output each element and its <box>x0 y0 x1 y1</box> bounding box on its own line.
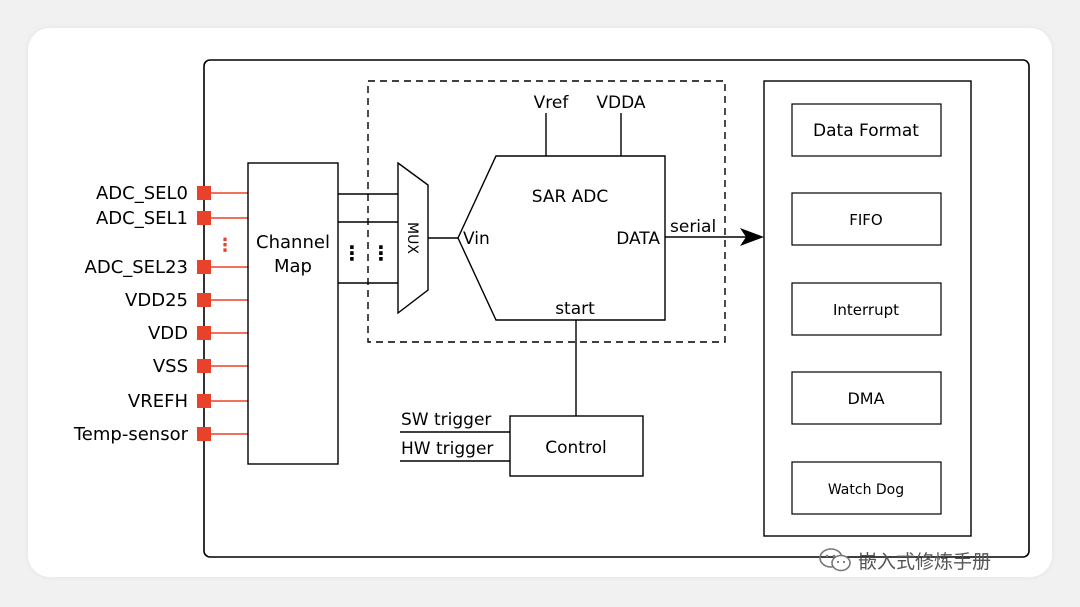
pin-label: Temp-sensor <box>73 424 189 445</box>
pin-square <box>197 394 211 408</box>
hw-trigger-label: HW trigger <box>401 439 493 459</box>
channel-map-box <box>247 162 339 465</box>
data-label: DATA <box>616 229 660 249</box>
pin-square <box>197 186 211 200</box>
bus-ellipsis-left: ⋮ <box>342 241 362 265</box>
peripheral-block <box>791 192 942 246</box>
pin-square <box>197 326 211 340</box>
adc-dashed-boundary <box>367 80 726 343</box>
peripheral-block-label: DMA <box>847 389 884 408</box>
watermark-text: 嵌入式修炼手册 <box>858 550 992 573</box>
vin-label: Vin <box>463 229 490 249</box>
mux-label: MUX <box>404 222 420 254</box>
channel-map-label-line2: Map <box>274 256 312 277</box>
sw-trigger-label: SW trigger <box>401 410 491 430</box>
pin-label: VSS <box>153 356 188 377</box>
control-box <box>509 415 644 477</box>
pin-ellipsis: ⋮ <box>216 235 234 256</box>
peripheral-block-label: Interrupt <box>833 301 899 319</box>
pin-label: VDD25 <box>125 290 188 311</box>
vdda-label: VDDA <box>596 93 646 113</box>
watermark: 嵌入式修炼手册 <box>818 545 991 575</box>
pin-label: VREFH <box>128 391 188 412</box>
start-label: start <box>555 299 595 319</box>
sar-adc-title: SAR ADC <box>532 187 609 207</box>
pin-label: ADC_SEL23 <box>85 257 188 278</box>
serial-arrowhead <box>740 228 764 246</box>
peripheral-block <box>791 282 942 336</box>
pin-square <box>197 211 211 225</box>
peripheral-block <box>791 461 942 515</box>
vref-label: Vref <box>534 93 570 113</box>
peripheral-block <box>791 371 942 425</box>
bus-ellipsis-right: ⋮ <box>371 241 391 265</box>
peripheral-block-label: Data Format <box>813 121 919 141</box>
pin-label: ADC_SEL0 <box>96 183 188 204</box>
sar-adc-shape <box>457 155 666 321</box>
peripheral-block <box>791 103 942 157</box>
control-label: Control <box>545 438 606 458</box>
chip-boundary <box>203 59 1030 558</box>
pin-label: ADC_SEL1 <box>96 208 188 229</box>
pin-square <box>197 260 211 274</box>
mux-shape <box>397 161 429 315</box>
peripheral-block-label: FIFO <box>849 211 883 229</box>
pin-label: VDD <box>148 323 188 344</box>
pin-square <box>197 427 211 441</box>
peripheral-block-label: Watch Dog <box>828 482 904 498</box>
wechat-icon <box>819 548 851 572</box>
channel-map-label-line1: Channel <box>256 232 330 253</box>
pin-square <box>197 359 211 373</box>
serial-label: serial <box>670 217 716 237</box>
pin-square <box>197 293 211 307</box>
